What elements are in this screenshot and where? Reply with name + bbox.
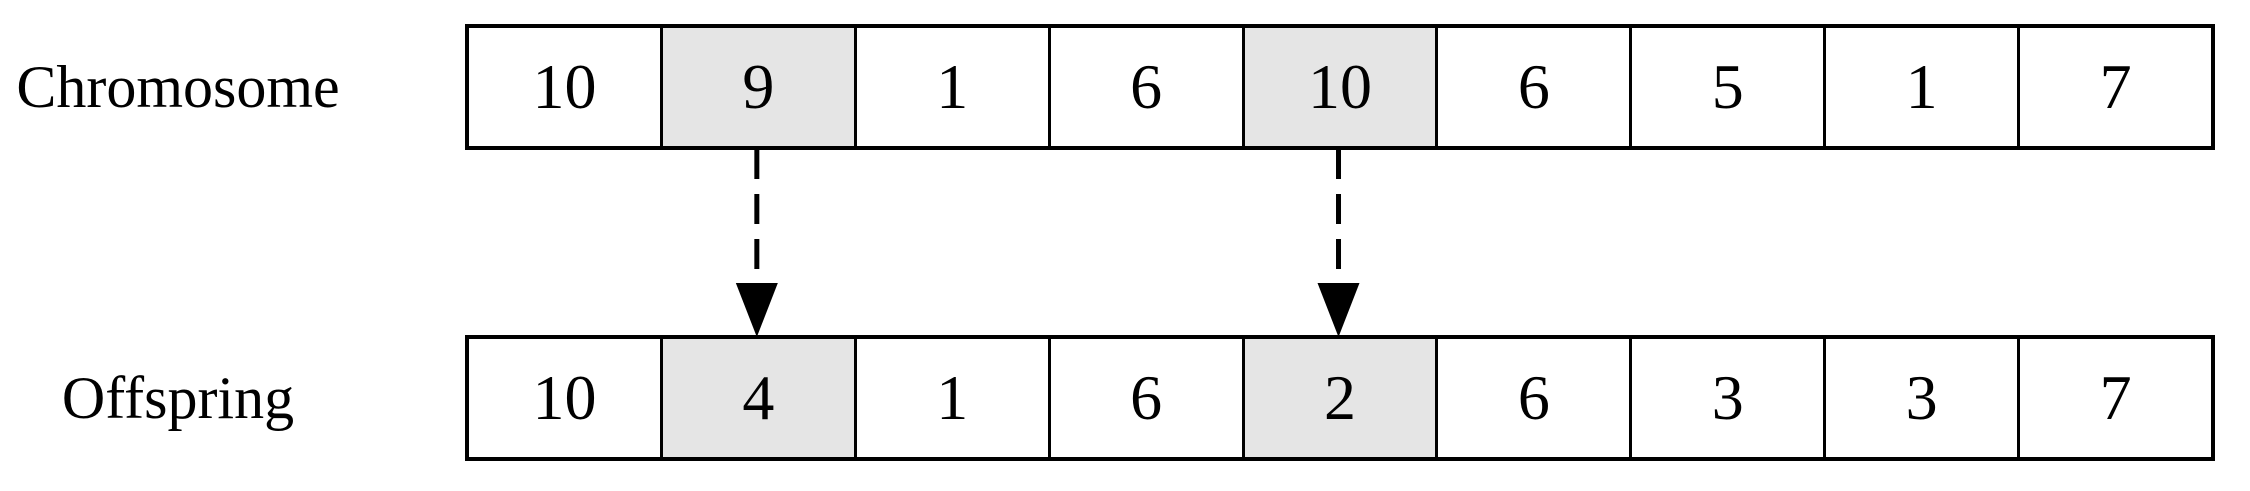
chromosome-cell-5: 6 — [1435, 28, 1630, 146]
chromosome-cell-8: 7 — [2017, 28, 2212, 146]
chromosome-cell-4: 10 — [1241, 28, 1436, 146]
mutation-arrow-head — [1317, 283, 1360, 337]
offspring-cell-8: 7 — [2017, 339, 2212, 457]
offspring-cell-5: 6 — [1435, 339, 1630, 457]
offspring-cell-0: 10 — [469, 339, 660, 457]
chromosome-cell-6: 5 — [1629, 28, 1824, 146]
chromosome-cell-0: 10 — [469, 28, 660, 146]
offspring-cell-6: 3 — [1629, 339, 1824, 457]
offspring-label: Offspring — [61, 365, 295, 431]
offspring-cell-1: 4 — [659, 339, 854, 457]
offspring-cell-7: 3 — [1823, 339, 2018, 457]
offspring-cell-3: 6 — [1047, 339, 1242, 457]
chromosome-cell-7: 1 — [1823, 28, 2018, 146]
chromosome-cell-1: 9 — [659, 28, 854, 146]
offspring-cell-2: 1 — [853, 339, 1048, 457]
offspring-cell-4: 2 — [1241, 339, 1436, 457]
chromosome-cell-2: 1 — [853, 28, 1048, 146]
mutation-arrow-head — [735, 283, 778, 337]
chromosome-label: Chromosome — [16, 54, 340, 120]
chromosome-cell-3: 6 — [1047, 28, 1242, 146]
